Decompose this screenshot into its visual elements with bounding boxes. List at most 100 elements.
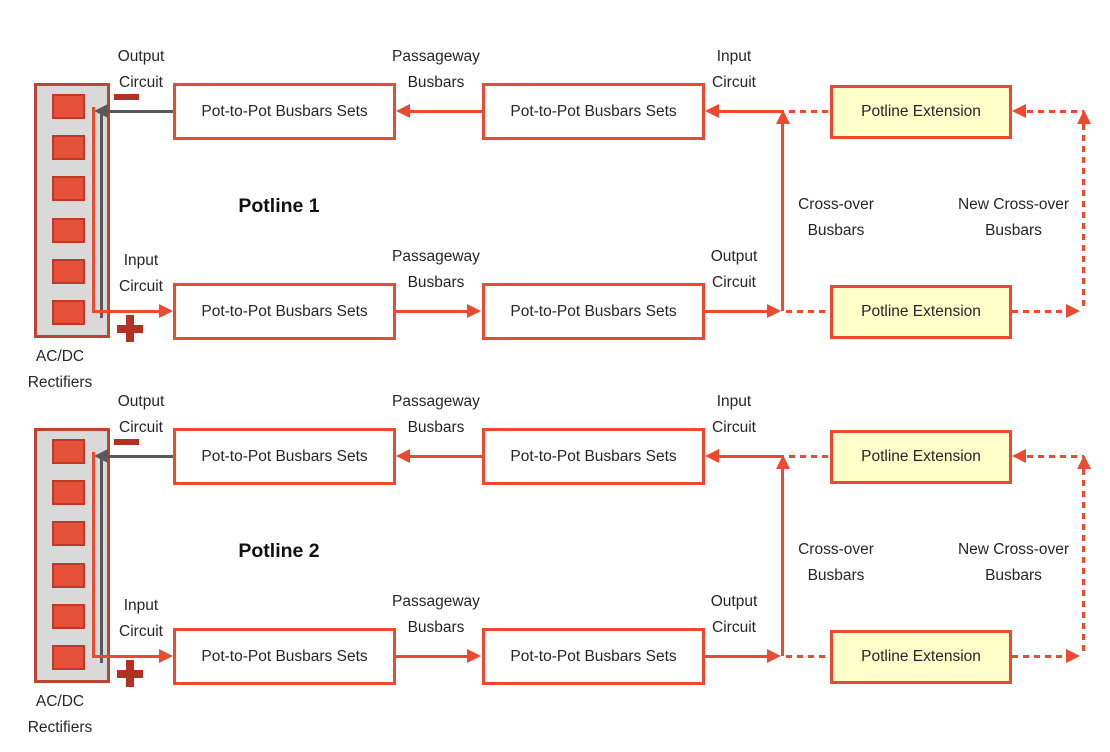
potline-title: Potline 1 [238,195,320,217]
extension-input-arrowhead [1012,104,1026,118]
rectifier-cell [52,258,85,284]
output-circuit-line [705,655,768,658]
passageway-busbars-label-bottom: Passageway Busbars [392,248,480,291]
rectifier-cell [52,562,85,588]
dashed-link-bottom-right [1012,655,1066,658]
dashed-link-top-left [789,455,830,458]
rectifier-cell [52,135,85,161]
potline-1-section: AC/DC Rectifiers Output Circuit − Input … [10,48,1091,396]
input-feed-arrowhead [159,304,173,318]
new-crossover-feed-arrowhead [1066,649,1080,663]
crossover-up-arrowhead [776,110,790,124]
passageway-top-arrowhead [396,104,410,118]
potline-title: Potline 2 [238,540,320,562]
output-return-line-vertical [100,111,103,318]
passageway-top-line [410,455,482,458]
input-circuit-label-right: Input Circuit [712,393,756,436]
input-circuit-label-right: Input Circuit [712,48,756,91]
pot-busbars-box-bottom-left: Pot-to-Pot Busbars Sets [173,628,396,685]
rectifier-cell [52,299,85,325]
input-feed-line [92,310,160,313]
passageway-busbars-label-top: Passageway Busbars [392,393,480,436]
pot-busbars-box-top-mid: Pot-to-Pot Busbars Sets [482,83,705,140]
crossover-busbars-line [781,469,784,656]
rectifier-cell [52,521,85,547]
positive-polarity-symbol: + [117,660,143,687]
acdc-label-line2: Rectifiers [27,719,93,736]
new-crossover-busbars-line [1082,469,1085,656]
crossover-busbars-label: Cross-over Busbars [798,196,874,239]
acdc-rectifiers-label: AC/DC Rectifiers [10,344,110,396]
dashed-link-bottom-right [1012,310,1066,313]
rectifier-cell [52,217,85,243]
dashed-link-bottom-left [786,310,830,313]
input-circuit-line [719,110,784,113]
passageway-bottom-line [395,310,467,313]
potline-extension-box-top: Potline Extension [830,430,1012,484]
new-crossover-feed-arrowhead [1066,304,1080,318]
dashed-link-top-right [1027,110,1084,113]
potline-extension-box-bottom: Potline Extension [830,285,1012,339]
output-circuit-arrowhead [767,649,781,663]
rectifier-cell [52,439,85,464]
output-circuit-arrowhead [767,304,781,318]
input-feed-arrowhead [159,649,173,663]
passageway-busbars-label-top: Passageway Busbars [392,48,480,91]
rectifier-feed-line-vertical [92,452,95,658]
output-return-line [108,455,173,458]
new-crossover-busbars-label: New Cross-over Busbars [957,541,1070,584]
rectifier-cell [52,94,85,119]
pot-busbars-box-top-left: Pot-to-Pot Busbars Sets [173,83,396,140]
negative-polarity-symbol: − [114,94,139,100]
dashed-link-top-right [1027,455,1084,458]
passageway-busbars-label-bottom: Passageway Busbars [392,593,480,636]
input-circuit-arrowhead [705,449,719,463]
rectifier-cell [52,176,85,202]
new-crossover-up-arrowhead [1077,110,1091,124]
dashed-link-top-left [789,110,830,113]
potline-extension-box-top: Potline Extension [830,85,1012,139]
pot-busbars-box-bottom-mid: Pot-to-Pot Busbars Sets [482,283,705,340]
output-return-line-vertical [100,456,103,663]
passageway-bottom-line [395,655,467,658]
rectifier-cell [52,603,85,629]
passageway-top-arrowhead [396,449,410,463]
input-circuit-label-left: Input Circuit [119,252,163,295]
passageway-bottom-arrowhead [467,304,481,318]
pot-busbars-box-bottom-mid: Pot-to-Pot Busbars Sets [482,628,705,685]
rectifier-feed-line-vertical [92,107,95,313]
new-crossover-busbars-label: New Cross-over Busbars [957,196,1070,239]
input-circuit-arrowhead [705,104,719,118]
pot-busbars-box-top-left: Pot-to-Pot Busbars Sets [173,428,396,485]
rectifier-cell [52,644,85,670]
new-crossover-up-arrowhead [1077,455,1091,469]
output-circuit-label-left: Output Circuit [117,48,165,91]
acdc-rectifier-block [34,83,110,338]
extension-input-arrowhead [1012,449,1026,463]
output-circuit-line [705,310,768,313]
acdc-rectifiers-label: AC/DC Rectifiers [10,689,110,741]
passageway-bottom-arrowhead [467,649,481,663]
acdc-label-line1: AC/DC [35,348,85,365]
crossover-up-arrowhead [776,455,790,469]
acdc-label-line2: Rectifiers [27,374,93,391]
passageway-top-line [410,110,482,113]
dashed-link-bottom-left [786,655,830,658]
positive-polarity-symbol: + [117,315,143,342]
pot-busbars-box-top-mid: Pot-to-Pot Busbars Sets [482,428,705,485]
input-feed-line [92,655,160,658]
potline-extension-box-bottom: Potline Extension [830,630,1012,684]
crossover-busbars-label: Cross-over Busbars [798,541,874,584]
negative-polarity-symbol: − [114,439,139,445]
output-circuit-label-right: Output Circuit [710,593,758,636]
output-circuit-label-left: Output Circuit [117,393,165,436]
new-crossover-busbars-line [1082,124,1085,311]
output-return-line [108,110,173,113]
pot-busbars-box-bottom-left: Pot-to-Pot Busbars Sets [173,283,396,340]
potline-2-section: AC/DC Rectifiers Output Circuit − Input … [0,345,1110,752]
acdc-rectifier-block [34,428,110,683]
acdc-label-line1: AC/DC [35,693,85,710]
crossover-busbars-line [781,124,784,311]
output-circuit-label-right: Output Circuit [710,248,758,291]
